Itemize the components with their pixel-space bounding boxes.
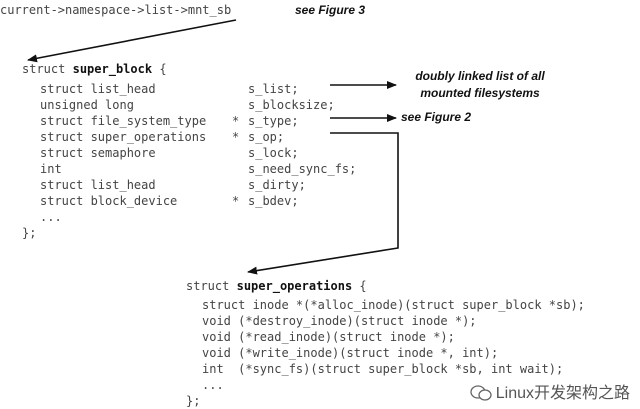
s-list-annotation: doubly linked list of all mounted filesy… bbox=[400, 68, 560, 102]
field-pointer: * bbox=[232, 194, 240, 208]
super-block-header: struct super_block { bbox=[22, 61, 167, 77]
field-member: s_dirty; bbox=[248, 178, 306, 192]
field-type: unsigned long bbox=[40, 98, 134, 112]
watermark: Linux开发架构之路 bbox=[470, 379, 630, 403]
field-member: s_bdev; bbox=[248, 194, 299, 208]
super-operations-member: void (*read_inode)(struct inode *); bbox=[202, 330, 455, 344]
super-block-ellipsis: ... bbox=[40, 210, 62, 224]
super-operations-name: super_operations bbox=[236, 279, 353, 293]
struct-keyword: struct bbox=[186, 279, 230, 293]
field-pointer: * bbox=[232, 114, 240, 128]
field-type: struct block_device bbox=[40, 194, 178, 208]
field-type: struct list_head bbox=[40, 178, 156, 192]
field-member: s_lock; bbox=[248, 146, 299, 160]
super-block-close: }; bbox=[22, 226, 37, 240]
field-member: s_blocksize; bbox=[248, 98, 335, 112]
see-figure-2-note: see Figure 2 bbox=[401, 110, 472, 124]
super-operations-member: int (*sync_fs)(struct super_block *sb, i… bbox=[202, 362, 564, 376]
arrow-to-super-block bbox=[27, 19, 237, 63]
super-operations-member: void (*write_inode)(struct inode *, int)… bbox=[202, 346, 499, 360]
field-member: s_need_sync_fs; bbox=[248, 162, 357, 176]
field-type: struct semaphore bbox=[40, 146, 156, 160]
super-operations-ellipsis: ... bbox=[202, 378, 224, 392]
field-type: struct list_head bbox=[40, 82, 156, 96]
field-member: s_type; bbox=[248, 114, 299, 128]
s-list-annotation-line1: doubly linked list of all bbox=[415, 69, 545, 83]
super-operations-header: struct super_operations { bbox=[186, 278, 367, 294]
s-list-annotation-line2: mounted filesystems bbox=[420, 86, 540, 100]
field-type: struct super_operations bbox=[40, 130, 207, 144]
open-brace: { bbox=[359, 279, 367, 293]
super-operations-close: }; bbox=[186, 394, 201, 408]
field-member: s_op; bbox=[248, 130, 285, 144]
field-type: struct file_system_type bbox=[40, 114, 207, 128]
field-member: s_list; bbox=[248, 82, 299, 96]
see-figure-3-note: see Figure 3 bbox=[295, 3, 366, 17]
top-expression: current->namespace->list->mnt_sb bbox=[0, 3, 232, 17]
struct-keyword: struct bbox=[22, 62, 66, 76]
arrow-s-op-to-super-operations bbox=[247, 132, 399, 275]
super-operations-member: void (*destroy_inode)(struct inode *); bbox=[202, 314, 477, 328]
super-block-name: super_block bbox=[72, 62, 153, 76]
super-operations-member: struct inode *(*alloc_inode)(struct supe… bbox=[202, 298, 585, 312]
open-brace: { bbox=[159, 62, 167, 76]
wechat-icon bbox=[470, 385, 492, 401]
watermark-text: Linux开发架构之路 bbox=[495, 385, 630, 402]
field-type: int bbox=[40, 162, 62, 176]
field-pointer: * bbox=[232, 130, 240, 144]
